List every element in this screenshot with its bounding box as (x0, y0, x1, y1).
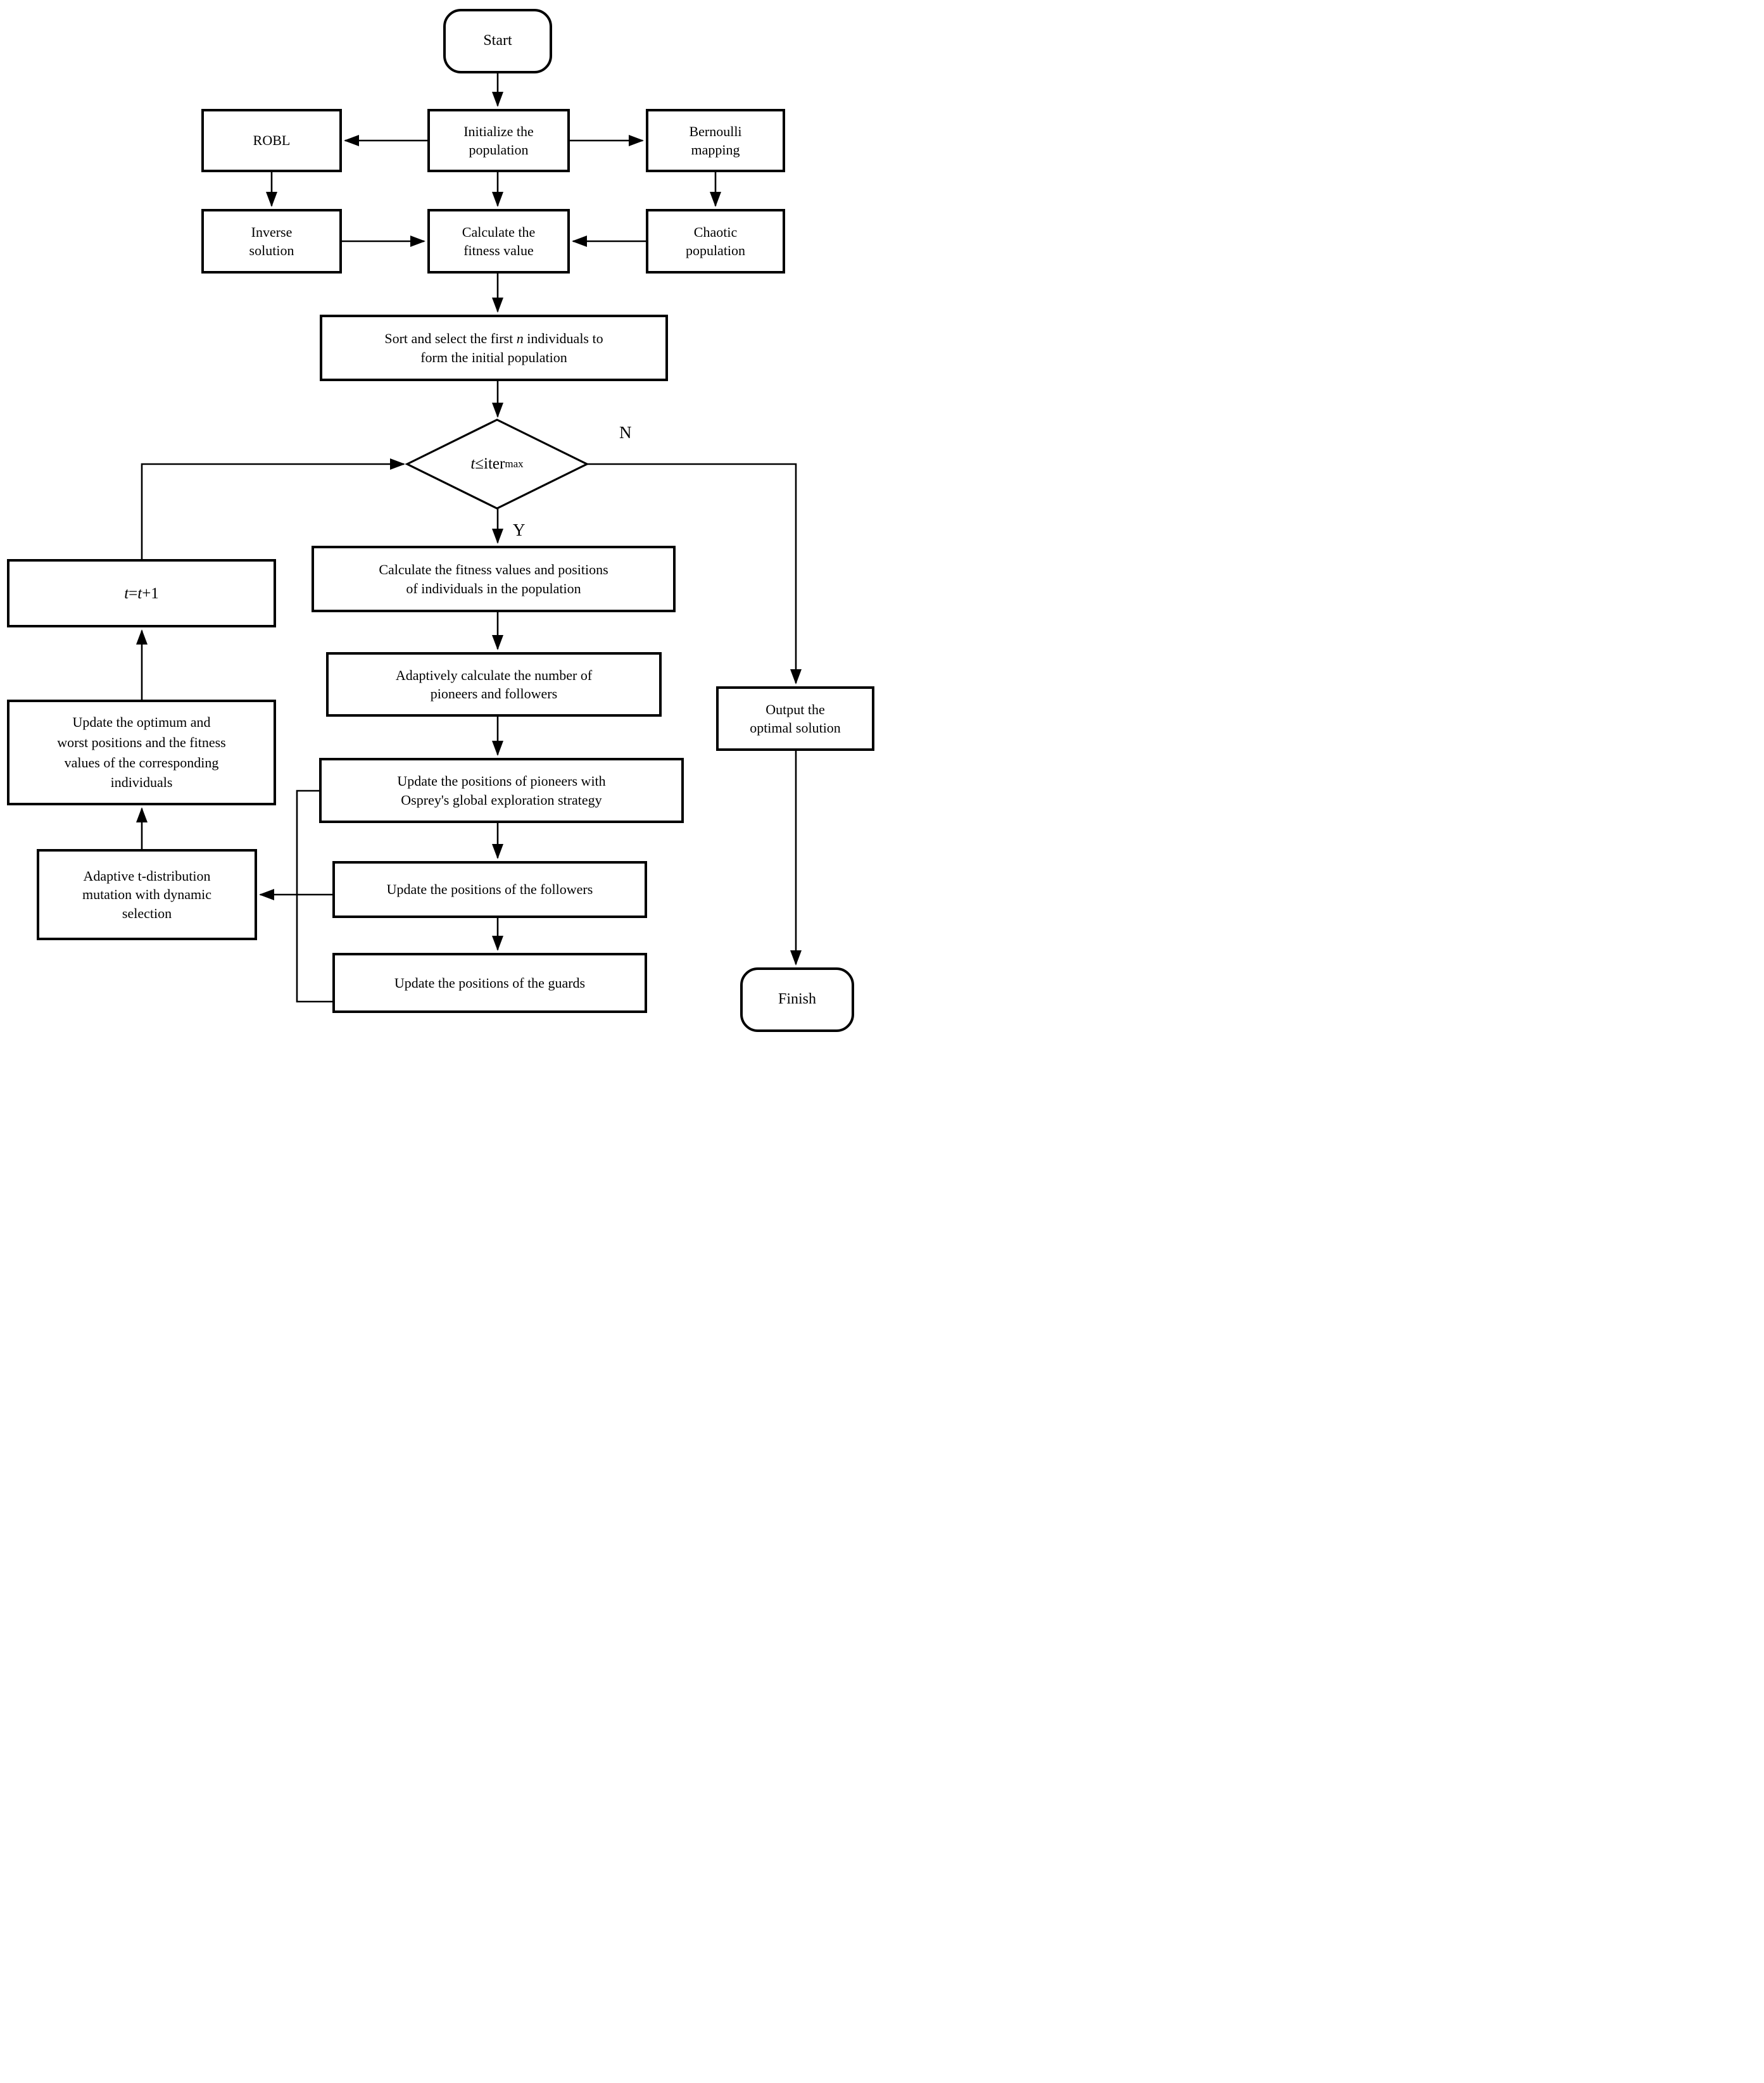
branch-yes-label: Y (513, 520, 526, 539)
update-optimum-worst-node: Update the optimum and worst positions a… (7, 700, 276, 805)
start-node: Start (443, 9, 552, 73)
edge-pioneers-guards-bracket (296, 790, 332, 1003)
increment-iteration-node: t=t+1 (7, 559, 276, 627)
adaptive-t-distribution-node: Adaptive t-distribution mutation with dy… (37, 849, 257, 940)
edge-tplus-decision (141, 458, 405, 559)
decision-diamond (405, 418, 589, 510)
chaotic-population-node: Chaotic population (646, 209, 785, 274)
calculate-fitness-value-node: Calculate the fitness value (427, 209, 570, 274)
output-optimal-solution-node: Output the optimal solution (716, 686, 874, 751)
robl-node: ROBL (201, 109, 342, 172)
sort-line1: Sort and select the first n individuals … (384, 330, 603, 347)
initialize-population-node: Initialize the population (427, 109, 570, 172)
start-label: Start (483, 32, 512, 49)
update-guards-node: Update the positions of the guards (332, 953, 647, 1013)
finish-label: Finish (778, 991, 817, 1008)
robl-label: ROBL (253, 132, 291, 149)
inverse-solution-node: Inverse solution (201, 209, 342, 274)
sort-select-node: Sort and select the first n individuals … (320, 315, 668, 381)
adaptively-calculate-number-node: Adaptively calculate the number of pione… (326, 652, 662, 717)
bernoulli-mapping-node: Bernoulli mapping (646, 109, 785, 172)
connector-layer (136, 73, 802, 1003)
flowchart-canvas: Start ROBL Initialize the population Ber… (0, 0, 882, 1042)
branch-no-label: N (619, 423, 632, 442)
update-followers-node: Update the positions of the followers (332, 861, 647, 918)
edge-decision-output-n (587, 463, 802, 684)
calculate-fitness-positions-node: Calculate the fitness values and positio… (312, 546, 676, 612)
finish-node: Finish (740, 967, 854, 1032)
sort-line2: form the initial population (420, 349, 567, 365)
tplus-expression: t=t+1 (124, 584, 159, 602)
update-pioneers-node: Update the positions of pioneers with Os… (319, 758, 684, 823)
